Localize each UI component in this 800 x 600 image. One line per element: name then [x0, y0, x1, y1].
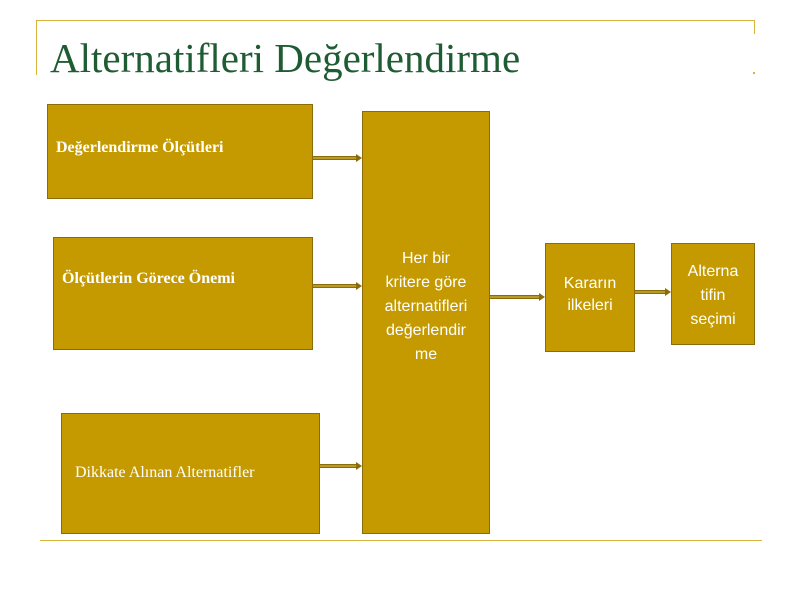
evaluate-line: alternatifleri [384, 297, 468, 315]
evaluate-line: kritere göre [385, 273, 467, 291]
importance-box: Ölçütlerin Görece Önemi [53, 237, 313, 350]
evaluate-line: Her bir [401, 249, 450, 267]
principles-text: Kararın ilkeleri [564, 273, 616, 317]
arrowhead [356, 282, 362, 290]
selection-line: Alterna [687, 263, 739, 280]
arrowhead [356, 462, 362, 470]
right-frame-line [754, 20, 755, 34]
selection-line: seçimi [690, 311, 736, 328]
selection-line: tifin [700, 287, 726, 304]
left-frame-line [36, 20, 37, 75]
principles-box: Kararın ilkeleri [545, 243, 635, 352]
principles-line: ilkeleri [567, 296, 613, 314]
bottom-frame-line [40, 540, 762, 541]
top-frame-line [36, 20, 755, 21]
slide-title: Alternatifleri Değerlendirme [50, 35, 521, 81]
arrowhead [356, 154, 362, 162]
arrowhead [539, 293, 545, 301]
alternatives-box: Dikkate Alınan Alternatifler [61, 413, 320, 534]
evaluate-line: değerlendir [385, 321, 467, 339]
arrowhead [665, 288, 671, 296]
criteria-label: Değerlendirme Ölçütleri [56, 139, 224, 156]
evaluate-line: me [414, 345, 438, 363]
principles-line: Kararın [563, 274, 617, 292]
selection-box: Alterna tifin seçimi [671, 243, 755, 345]
alternatives-label: Dikkate Alınan Alternatifler [75, 464, 255, 481]
right-frame-dot [753, 72, 755, 74]
evaluate-box: Her bir kritere göre alternatifleri değe… [362, 111, 490, 534]
importance-label: Ölçütlerin Görece Önemi [62, 270, 235, 287]
evaluate-text: Her bir kritere göre alternatifleri değe… [385, 247, 468, 367]
criteria-box: Değerlendirme Ölçütleri [47, 104, 313, 199]
selection-text: Alterna tifin seçimi [688, 260, 739, 332]
